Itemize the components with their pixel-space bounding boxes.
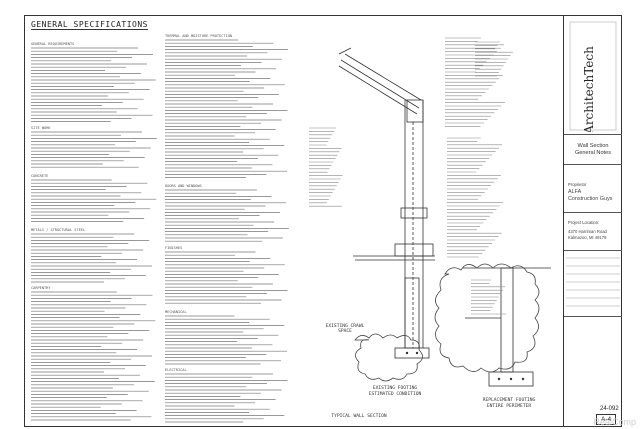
rebar-dot — [497, 377, 501, 381]
notes-heading-1: GENERAL REQUIREMENTS — [31, 42, 75, 46]
caption-existing-footing: EXISTING FOOTING — [372, 386, 418, 391]
notes-heading-6: THERMAL AND MOISTURE PROTECTION — [165, 34, 233, 38]
address-line-1: 4370 Harriman Road — [568, 229, 607, 234]
replacement-footing — [488, 371, 534, 387]
rebar-dot — [521, 377, 525, 381]
revision-cloud-right — [434, 263, 540, 373]
drawing-sheet: GENERAL SPECIFICATIONS GENERAL REQUIREME… — [24, 15, 622, 427]
caption-typical-wall-section: TYPICAL WALL SECTION — [331, 414, 387, 419]
top-plate-header — [406, 99, 424, 123]
wall-section-drawing: EXISTING CRAWL SPACE EXISTING FOOTING ES… — [295, 18, 563, 424]
location-label: Project Location: — [568, 220, 600, 225]
notes-heading-7: DOORS AND WINDOWS — [165, 184, 202, 188]
rim-joist — [394, 243, 434, 257]
caption-existing-sub: ESTIMATED CONDITION — [368, 392, 422, 397]
notes-heading-8: FINISHES — [165, 246, 183, 250]
architech-logo: ArchitechTech — [568, 20, 618, 135]
project-number: 24-092 — [600, 406, 619, 412]
label-crawl-space: EXISTING CRAWL SPACE — [325, 324, 365, 334]
revision-table — [566, 257, 620, 307]
wall-section-svg — [309, 37, 551, 387]
notes-text-lines — [31, 39, 289, 423]
notes-heading-5: CARPENTRY — [31, 286, 51, 290]
rebar-dot — [509, 377, 513, 381]
notes-heading-9: MECHANICAL — [165, 310, 187, 314]
logo-svg: ArchitechTech — [569, 21, 617, 135]
notes-heading-4: METALS / STRUCTURAL STEEL — [31, 228, 86, 232]
revision-cloud-left — [354, 333, 423, 382]
sheet-number: A-4 — [596, 414, 616, 425]
notes-heading-10: ELECTRICAL — [165, 368, 187, 372]
sheet-title-2: General Notes — [574, 150, 612, 156]
notes-heading-3: CONCRETE — [31, 174, 49, 178]
sheet-title-1: Wall Section — [577, 143, 609, 149]
caption-replacement-footing: REPLACEMENT FOOTING — [482, 398, 536, 403]
roof-line-1 — [344, 53, 422, 101]
existing-footing — [394, 347, 430, 359]
roof-line-2 — [340, 59, 420, 109]
roof-line-3 — [338, 65, 418, 115]
proprietor-label: Proprietor — [568, 182, 587, 187]
proprietor-name-2: Construction Guys — [568, 196, 613, 202]
watermark: RealComp — [593, 417, 636, 427]
notes-heading-2: SITE WORK — [31, 126, 51, 130]
logo-text: ArchitechTech — [582, 46, 596, 132]
floor-band — [400, 207, 428, 219]
notes-title: GENERAL SPECIFICATIONS — [31, 20, 148, 30]
general-notes-panel: GENERAL SPECIFICATIONS GENERAL REQUIREME… — [27, 18, 293, 424]
replacement-wall — [500, 267, 514, 373]
caption-replacement-sub: ENTIRE PERIMETER — [486, 404, 532, 409]
roof-eave — [338, 47, 352, 55]
title-block: ArchitechTech Wall Section General Notes… — [563, 16, 622, 426]
foundation-wall — [404, 277, 420, 349]
rebar-dot — [405, 351, 409, 355]
proprietor-name-1: ALFA — [568, 189, 582, 195]
address-line-2: Kalmazoo, MI 49178 — [568, 235, 607, 240]
rebar-dot — [415, 351, 419, 355]
